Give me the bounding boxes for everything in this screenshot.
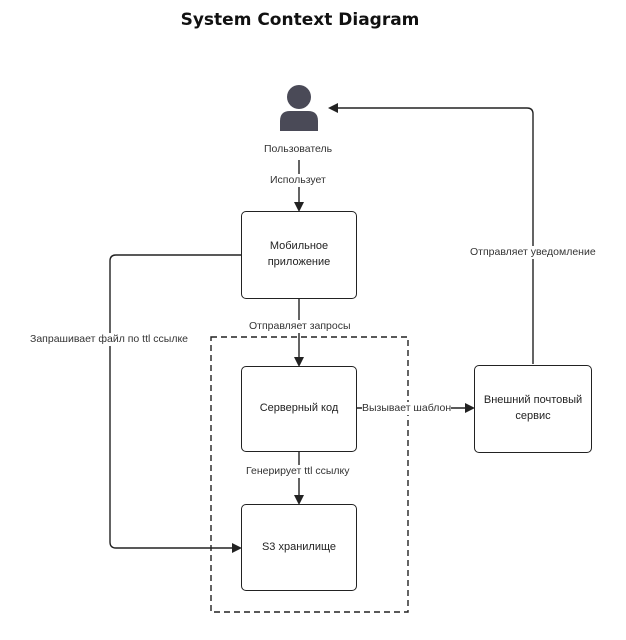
server-code-box: Серверный код — [241, 366, 357, 452]
mobile-app-box: Мобильное приложение — [241, 211, 357, 299]
diagram-title: System Context Diagram — [180, 10, 420, 30]
edge-label-uses: Использует — [270, 174, 326, 187]
system-boundary — [210, 336, 409, 613]
edge-sends-notification — [328, 103, 534, 364]
mail-service-label: Внешний почтовый сервис — [483, 394, 583, 422]
mobile-app-label: Мобильное приложение — [267, 240, 331, 268]
actor-label: Пользователь — [264, 143, 333, 155]
edge-label-sends-notification: Отправляет уведомление — [470, 246, 596, 259]
edge-label-generates-link: Генерирует ttl ссылку — [246, 465, 350, 478]
edge-label-requests-file: Запрашивает файл по ttl ссылке — [30, 333, 188, 346]
edge-label-calls-template: Вызывает шаблон — [362, 402, 452, 415]
edge-requests-file — [109, 254, 242, 553]
s3-storage-label: S3 хранилище — [261, 540, 337, 553]
s3-storage-box: S3 хранилище — [241, 504, 357, 591]
mail-service-box: Внешний почтовый сервис — [474, 365, 592, 453]
user-icon — [280, 85, 318, 131]
edge-label-sends-requests: Отправляет запросы — [249, 320, 351, 333]
server-code-label: Серверный код — [259, 402, 339, 415]
